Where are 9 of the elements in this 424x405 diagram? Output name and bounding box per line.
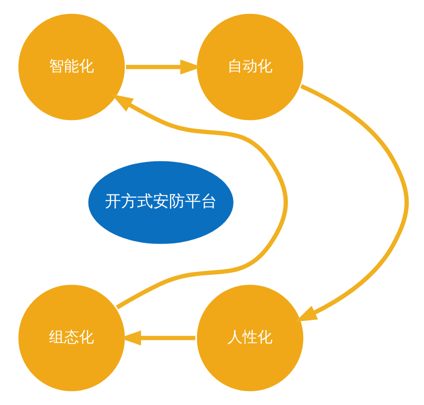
node-circle: 自动化 [194,12,306,122]
arrow [111,94,288,310]
arrow [126,59,202,75]
node-circle: 智能化 [16,12,127,122]
node-circle: 人性化 [194,282,306,394]
arrow [295,84,409,322]
arrow [119,330,196,346]
node-ellipse: 开方式安防平台 [86,158,236,246]
node-circle: 组态化 [16,282,127,394]
